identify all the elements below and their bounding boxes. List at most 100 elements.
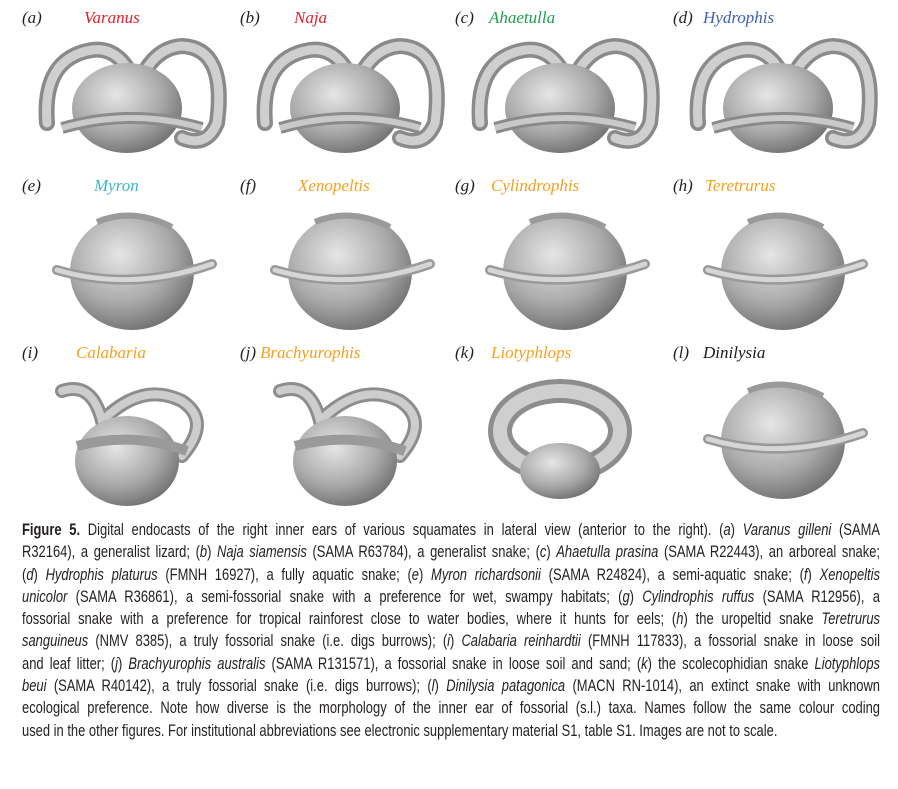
italic-text: a: [723, 520, 731, 539]
caption-line: fossorial snake with a preference for tr…: [22, 608, 880, 630]
italic-text: f: [803, 564, 808, 584]
panel-calabaria: (i) Calabaria: [22, 343, 240, 508]
caption-text: (FMNH 117833), a fossorial snake in loos…: [580, 631, 880, 651]
inner-ear-endocast-image: [455, 28, 673, 178]
panel-hydrophis: (d) Hydrophis: [673, 8, 891, 173]
caption-line: (d) Hydrophis platurus (FMNH 16927), a f…: [22, 564, 880, 586]
taxon-name: Hydrophis: [703, 8, 775, 27]
caption-text: ): [33, 564, 46, 584]
caption-line: beui (SAMA R40142), a truly fossorial sn…: [22, 675, 880, 697]
caption-text: ): [118, 653, 129, 673]
panel-letter: (l): [673, 343, 690, 362]
caption-text: (SAMA R36861), a semi-fossorial snake wi…: [67, 586, 623, 606]
panel-letter: (i): [22, 343, 39, 362]
inner-ear-endocast-image: [22, 28, 240, 178]
panel-letter: (j): [240, 343, 257, 362]
italic-text: Xenopeltis: [819, 564, 881, 584]
inner-ear-endocast-image: [455, 361, 673, 511]
italic-text: Liotyphlops: [814, 653, 881, 673]
caption-text: ecological preference. Note how diverse …: [22, 698, 880, 718]
caption-text: (SAMA R131571), a fossorial snake in loo…: [265, 653, 642, 673]
caption-text: ): [207, 542, 218, 562]
italic-text: Varanus gilleni: [742, 520, 832, 539]
caption-text: (SAMA: [831, 520, 880, 539]
italic-text: b: [199, 542, 208, 562]
italic-text: e: [411, 564, 419, 584]
taxon-name: Xenopeltis: [298, 176, 370, 195]
caption-text: ): [629, 586, 643, 606]
caption-text: (MACN RN-1014), an extinct snake with un…: [565, 676, 881, 696]
inner-ear-endocast-image: [22, 192, 240, 342]
panel-letter: (g): [455, 176, 475, 195]
caption-text: ): [418, 564, 432, 584]
caption-text: (SAMA R24824), a semi-aquatic snake; (: [540, 564, 804, 584]
caption-line: used in the other figures. For instituti…: [22, 720, 880, 742]
italic-text: j: [115, 653, 119, 673]
italic-text: Ahaetulla prasina: [556, 542, 659, 562]
caption-line: and leaf litter; (j) Brachyurophis austr…: [22, 653, 880, 675]
caption-text: ): [546, 542, 557, 562]
inner-ear-endocast-image: [673, 361, 891, 511]
italic-text: Myron richardsonii: [431, 564, 541, 584]
caption-line: Figure 5. Digital endocasts of the right…: [22, 519, 880, 541]
caption-text: R32164), a generalist lizard; (: [22, 542, 200, 562]
panel-brachyurophis: (j) Brachyurophis: [240, 343, 458, 508]
italic-text: g: [622, 586, 630, 606]
inner-ear-endocast-image: [240, 361, 458, 511]
caption-line: R32164), a generalist lizard; (b) Naja s…: [22, 541, 880, 563]
taxon-name: Liotyphlops: [491, 343, 572, 362]
italic-text: k: [641, 653, 648, 673]
inner-ear-endocast-image: [673, 28, 891, 178]
caption-text: ): [450, 631, 462, 651]
italic-text: Hydrophis platurus: [45, 564, 158, 584]
panel-xenopeltis: (f) Xenopeltis: [240, 176, 458, 341]
caption-text: (FMNH 16927), a fully aquatic snake; (: [157, 564, 412, 584]
caption-text: (SAMA R22443), an arboreal snake;: [658, 542, 881, 562]
italic-text: unicolor: [22, 586, 68, 606]
taxon-name: Brachyurophis: [260, 343, 361, 362]
panel-naja: (b) Naja: [240, 8, 458, 173]
italic-text: i: [447, 631, 451, 651]
italic-text: Teretrurus: [821, 609, 881, 629]
caption-text: (SAMA R40142), a truly fossorial snake (…: [46, 676, 432, 696]
panel-letter: (a): [22, 8, 42, 27]
panel-letter: (f): [240, 176, 257, 195]
taxon-name: Naja: [294, 8, 328, 27]
italic-text: h: [676, 609, 684, 629]
taxon-name: Teretrurus: [705, 176, 776, 195]
caption-text: (: [22, 564, 27, 584]
italic-text: d: [26, 564, 34, 584]
caption-line: sanguineus (NMV 8385), a truly fossorial…: [22, 630, 880, 652]
italic-text: Calabaria reinhardtii: [461, 631, 581, 651]
panel-letter: (e): [22, 176, 41, 195]
panel-letter: (c): [455, 8, 474, 27]
caption-text: ): [807, 564, 820, 584]
caption-text: used in the other figures. For instituti…: [22, 720, 778, 740]
caption-text: fossorial snake with a preference for tr…: [22, 609, 677, 629]
italic-text: l: [431, 676, 435, 696]
italic-text: beui: [22, 676, 47, 696]
caption-line: ecological preference. Note how diverse …: [22, 697, 880, 719]
caption-text: (SAMA R63784), a generalist snake; (: [306, 542, 540, 562]
panel-teretrurus: (h) Teretrurus: [673, 176, 891, 341]
panel-letter: (b): [240, 8, 260, 27]
caption-text: Digital endocasts of the right inner ear…: [80, 520, 724, 539]
taxon-name: Myron: [94, 176, 139, 195]
inner-ear-endocast-image: [240, 28, 458, 178]
italic-text: sanguineus: [22, 631, 89, 651]
italic-text: Naja siamensis: [217, 542, 307, 562]
italic-text: Brachyurophis australis: [128, 653, 266, 673]
caption-text: ) the scolecophidian snake: [647, 653, 815, 673]
caption-text: and leaf litter; (: [22, 653, 116, 673]
figure-caption: Figure 5. Digital endocasts of the right…: [22, 519, 880, 742]
inner-ear-endocast-image: [22, 361, 240, 511]
taxon-name: Dinilysia: [703, 343, 766, 362]
panel-myron: (e) Myron: [22, 176, 240, 341]
panel-cylindrophis: (g) Cylindrophis: [455, 176, 673, 341]
inner-ear-endocast-image: [455, 192, 673, 342]
taxon-name: Cylindrophis: [491, 176, 580, 195]
italic-text: c: [539, 542, 547, 562]
taxon-name: Calabaria: [76, 343, 146, 362]
caption-text: (SAMA R12956), a: [754, 586, 880, 606]
panel-letter: (d): [673, 8, 693, 27]
